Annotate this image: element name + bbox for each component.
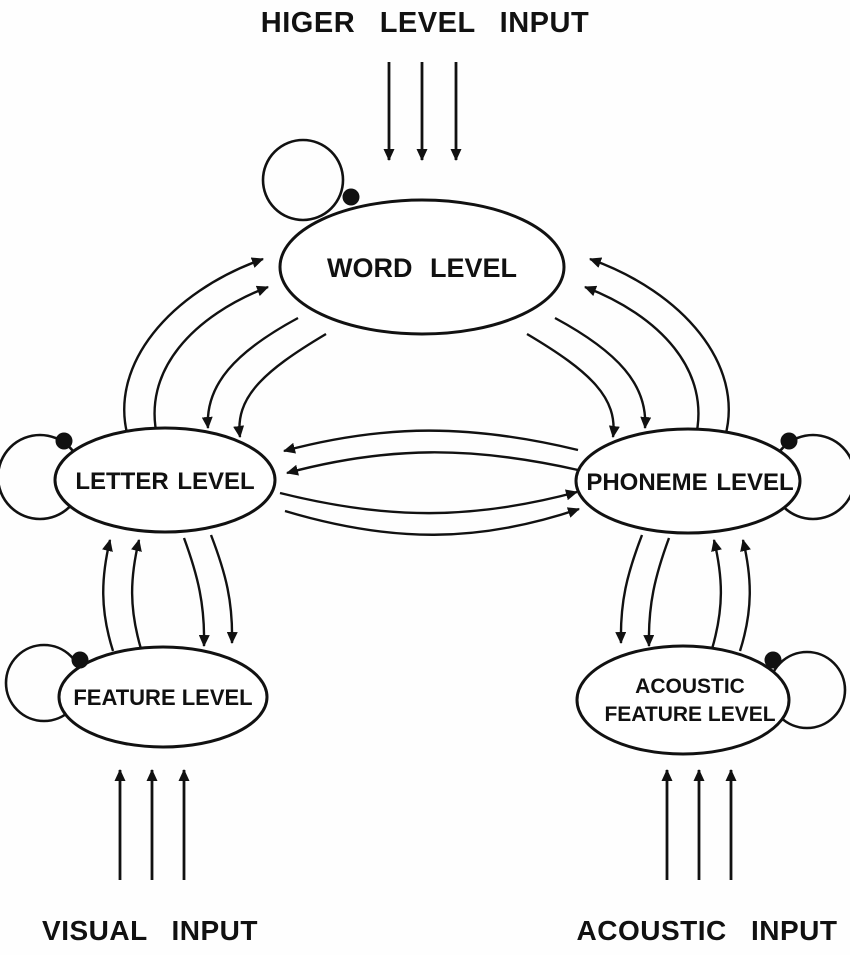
phoneme-loop-dot — [780, 432, 798, 450]
higher-level-input-label: HIGER LEVEL INPUT — [261, 7, 589, 39]
feature-to-letter-arrow — [102, 539, 115, 652]
phoneme-to-acoustic-feature-arrow — [643, 537, 671, 647]
letter-level-label: LETTER LEVEL — [75, 468, 254, 495]
word-to-letter-arrow — [201, 316, 299, 429]
word-to-phoneme-arrow — [554, 316, 652, 429]
phoneme-to-letter-arrow — [286, 451, 579, 476]
letter-to-phoneme-arrow — [279, 489, 578, 515]
letter-loop-dot — [55, 432, 73, 450]
feature-level-label: FEATURE LEVEL — [73, 685, 252, 710]
visual-input-label: VISUAL INPUT — [42, 915, 258, 946]
phoneme-to-acoustic-feature-arrow — [615, 534, 644, 644]
phoneme-to-word-arrow — [589, 257, 730, 438]
acoustic-feature-level-label-line2: FEATURE LEVEL — [604, 703, 775, 726]
phoneme-level-label: PHONEME LEVEL — [586, 469, 793, 496]
word-loop-dot — [342, 188, 360, 206]
acoustic-feature-level-node — [575, 644, 791, 756]
acoustic-feature-to-phoneme-arrow — [710, 539, 723, 650]
letter-level-node — [53, 426, 277, 534]
letter-to-word-arrow — [153, 285, 269, 441]
labels: HIGER LEVEL INPUT WORD LEVEL LETTER LEVE… — [42, 7, 837, 946]
inhibitory-dots — [55, 188, 798, 669]
feature-to-letter-arrow — [130, 539, 143, 650]
word-to-letter-arrow — [233, 332, 327, 438]
acoustic-feature-to-phoneme-arrow — [738, 539, 751, 652]
letter-to-feature-arrow — [209, 534, 238, 644]
letter-to-feature-arrow — [182, 537, 210, 647]
phoneme-to-word-arrow — [584, 285, 700, 441]
acoustic-feature-loop-dot — [764, 651, 782, 669]
word-self-loop — [261, 138, 345, 222]
acoustic-input-label: ACOUSTIC INPUT — [577, 915, 838, 946]
phoneme-level-node — [574, 427, 802, 535]
letter-to-phoneme-arrow — [284, 507, 580, 536]
word-level-node — [278, 198, 566, 336]
nodes — [53, 198, 802, 756]
letter-to-word-arrow — [123, 257, 264, 438]
word-to-phoneme-arrow — [526, 332, 620, 438]
phoneme-to-letter-arrow — [283, 429, 579, 454]
input-arrows — [114, 62, 737, 880]
word-level-label: WORD LEVEL — [327, 253, 517, 283]
feature-level-node — [57, 645, 269, 749]
feature-loop-dot — [71, 651, 89, 669]
connection-arrows — [102, 257, 751, 652]
acoustic-feature-level-label-line1: ACOUSTIC — [635, 675, 745, 698]
